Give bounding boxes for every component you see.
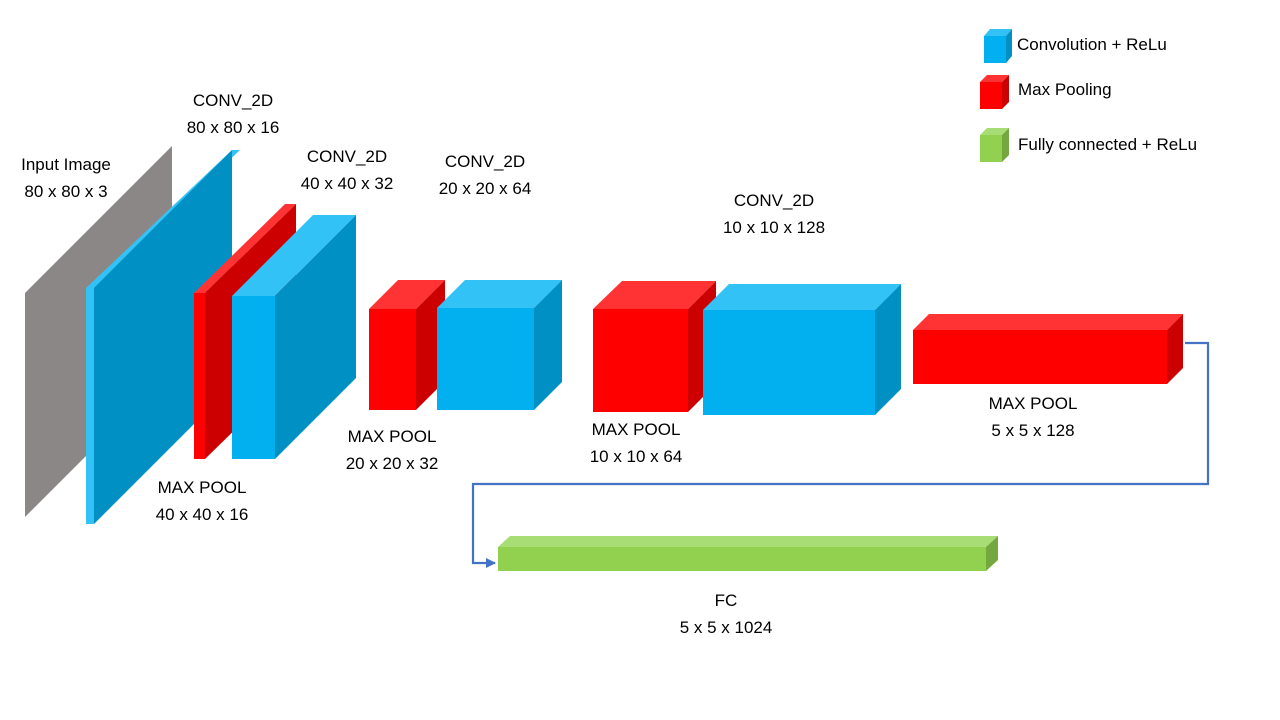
conv4-top-face xyxy=(703,284,901,310)
legend-conv-label: Convolution + ReLu xyxy=(1017,35,1167,54)
conv3-name: CONV_2D xyxy=(444,152,526,171)
conv3-label: CONV_2D 20 x 20 x 64 xyxy=(410,148,560,202)
pool4-block xyxy=(913,314,1183,384)
conv4-front-face xyxy=(703,310,875,415)
conv2-top-face xyxy=(232,215,356,296)
pool1-dims: 40 x 40 x 16 xyxy=(155,505,249,524)
conv2-label: CONV_2D 40 x 40 x 32 xyxy=(272,143,422,197)
flow-arrow xyxy=(471,341,1210,568)
conv3-dims: 20 x 20 x 64 xyxy=(438,179,532,198)
pool4-top-face xyxy=(913,314,1183,330)
fc-block xyxy=(498,536,998,571)
conv4-dims: 10 x 10 x 128 xyxy=(722,218,826,237)
pool2-label: MAX POOL 20 x 20 x 32 xyxy=(317,423,467,477)
input-image-label: Input Image 80 x 80 x 3 xyxy=(0,151,132,205)
pool2-dims: 20 x 20 x 32 xyxy=(345,454,439,473)
conv1-dims: 80 x 80 x 16 xyxy=(186,118,280,137)
conv2-side-face xyxy=(275,215,356,459)
pool4-front-face xyxy=(913,330,1167,384)
pool2-name: MAX POOL xyxy=(347,427,437,446)
pool3-name: MAX POOL xyxy=(591,420,681,439)
pool2-front-face xyxy=(369,309,416,410)
pool2-block xyxy=(369,280,445,410)
legend-fc-icon xyxy=(980,128,1009,162)
conv2-name: CONV_2D xyxy=(306,147,388,166)
fc-front-face xyxy=(498,547,986,571)
pool3-top-face xyxy=(593,281,716,309)
input-image-dims: 80 x 80 x 3 xyxy=(24,182,108,201)
pool1-name: MAX POOL xyxy=(157,478,247,497)
fc-name: FC xyxy=(714,591,738,610)
conv2-block xyxy=(232,215,356,459)
conv4-side-face xyxy=(875,284,901,415)
pool1-front-face xyxy=(194,293,205,459)
input-image-name: Input Image xyxy=(21,155,111,174)
pool3-label: MAX POOL 10 x 10 x 64 xyxy=(561,416,711,470)
pool4-name: MAX POOL xyxy=(988,394,1078,413)
conv2-dims: 40 x 40 x 32 xyxy=(300,174,394,193)
conv3-side-face xyxy=(534,280,562,410)
legend-pool-icon xyxy=(980,75,1009,109)
conv1-front-face xyxy=(86,288,94,524)
conv3-top-face xyxy=(437,280,562,308)
conv1-side-face xyxy=(94,150,232,524)
pool4-dims: 5 x 5 x 128 xyxy=(991,421,1075,440)
pool1-top-face xyxy=(194,204,296,293)
conv4-name: CONV_2D xyxy=(733,191,815,210)
fc-dims: 5 x 5 x 1024 xyxy=(679,618,773,637)
pool2-top-face xyxy=(369,280,445,309)
conv3-front-face xyxy=(437,308,534,410)
fc-top-face xyxy=(498,536,998,547)
conv1-block xyxy=(86,150,240,524)
conv4-block xyxy=(703,284,901,415)
conv1-label: CONV_2D 80 x 80 x 16 xyxy=(158,87,308,141)
pool4-side-face xyxy=(1167,314,1183,384)
conv3-block xyxy=(437,280,562,410)
pool1-label: MAX POOL 40 x 40 x 16 xyxy=(127,474,277,528)
legend-conv-icon xyxy=(984,29,1012,63)
conv1-name: CONV_2D xyxy=(192,91,274,110)
pool3-dims: 10 x 10 x 64 xyxy=(589,447,683,466)
pool3-block xyxy=(593,281,716,412)
conv4-label: CONV_2D 10 x 10 x 128 xyxy=(699,187,849,241)
pool3-front-face xyxy=(593,309,688,412)
legend-pool-label: Max Pooling xyxy=(1018,80,1112,99)
legend-fc-label: Fully connected + ReLu xyxy=(1018,135,1198,154)
fc-label: FC 5 x 5 x 1024 xyxy=(651,587,801,641)
fc-side-face xyxy=(986,536,998,571)
pool4-label: MAX POOL 5 x 5 x 128 xyxy=(958,390,1108,444)
conv2-front-face xyxy=(232,296,275,459)
